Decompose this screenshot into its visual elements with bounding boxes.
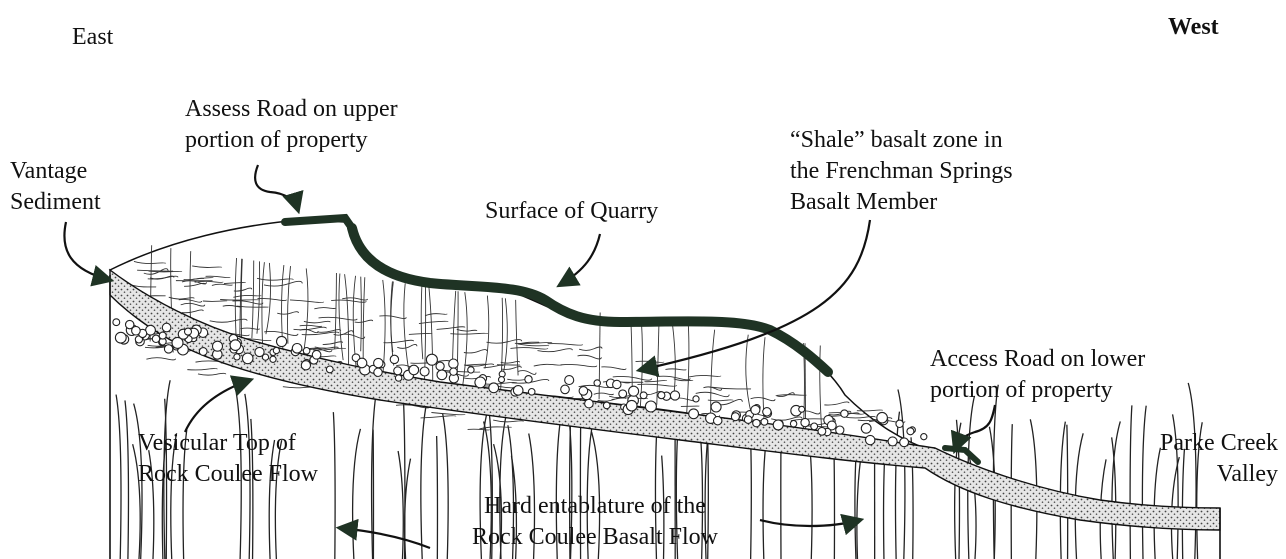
- label-surface-of-quarry: Surface of Quarry: [485, 196, 658, 227]
- label-vantage-sediment: Vantage Sediment: [10, 156, 101, 218]
- arrow-assess-road: [255, 165, 298, 210]
- arrow-vantage-sediment: [64, 222, 110, 280]
- label-vesicular-top: Vesicular Top of Rock Coulee Flow: [138, 428, 318, 490]
- label-shale-zone: “Shale” basalt zone in the Frenchman Spr…: [790, 125, 1013, 218]
- direction-west: West: [1168, 12, 1219, 43]
- arrow-vesicular: [185, 380, 250, 432]
- label-access-road-lower: Access Road on lower portion of property: [930, 344, 1145, 406]
- direction-east: East: [72, 22, 113, 53]
- label-assess-road: Assess Road on upper portion of property: [185, 94, 398, 156]
- arrow-entablature-right: [760, 520, 860, 526]
- label-hard-entablature: Hard entablature of the Rock Coulee Basa…: [430, 491, 760, 553]
- arrow-surface-quarry: [560, 234, 600, 285]
- label-parke-creek: Parke Creek Valley: [1138, 428, 1278, 490]
